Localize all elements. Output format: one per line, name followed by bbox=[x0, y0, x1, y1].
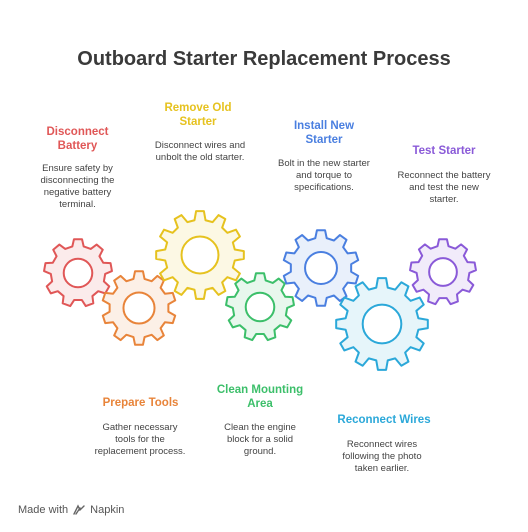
step-title-remove-old-starter: Remove Old Starter bbox=[164, 102, 232, 128]
step-desc-test-starter: Reconnect the battery and test the new s… bbox=[397, 170, 491, 205]
step-title-prepare-tools: Prepare Tools bbox=[102, 397, 179, 409]
gear-reconnect-wires-hub bbox=[361, 303, 403, 345]
step-title-install-new-starter: Install New Starter bbox=[293, 120, 355, 146]
footer-brand: Napkin bbox=[90, 504, 125, 516]
gear-install-new-starter-hub bbox=[304, 251, 338, 285]
step-desc-disconnect-battery: Ensure safety by disconnecting the negat… bbox=[40, 163, 115, 210]
gear-reconnect-wires bbox=[335, 277, 429, 371]
footer-made-with: Made with bbox=[18, 504, 69, 516]
gear-test-starter bbox=[409, 238, 477, 306]
gear-install-new-starter bbox=[282, 229, 360, 307]
gear-prepare-tools bbox=[101, 270, 177, 346]
footer-credit: Made with Napkin bbox=[18, 504, 124, 516]
gear-test-starter-hub bbox=[428, 257, 458, 287]
step-title-clean-mounting-area: Clean Mounting Area bbox=[216, 384, 304, 410]
step-desc-reconnect-wires: Reconnect wires following the photo take… bbox=[342, 439, 422, 474]
gear-disconnect-battery-hub bbox=[62, 257, 94, 289]
gear-remove-old-starter-hub bbox=[180, 235, 220, 275]
gear-clean-mounting-area bbox=[225, 272, 295, 342]
gear-prepare-tools-hub bbox=[122, 291, 156, 325]
gear-remove-old-starter bbox=[155, 210, 245, 300]
page-title: Outboard Starter Replacement Process bbox=[77, 48, 451, 70]
step-title-disconnect-battery: Disconnect Battery bbox=[46, 126, 109, 152]
napkin-logo-icon bbox=[73, 504, 85, 515]
step-desc-prepare-tools: Gather necessary tools for the replaceme… bbox=[94, 422, 186, 457]
step-title-reconnect-wires: Reconnect Wires bbox=[337, 414, 431, 426]
step-title-test-starter: Test Starter bbox=[412, 145, 476, 157]
step-desc-clean-mounting-area: Clean the engine block for a solid groun… bbox=[224, 422, 296, 457]
gear-clean-mounting-area-hub bbox=[244, 291, 276, 323]
step-desc-install-new-starter: Bolt in the new starter and torque to sp… bbox=[278, 158, 370, 193]
step-desc-remove-old-starter: Disconnect wires and unbolt the old star… bbox=[154, 140, 246, 163]
gear-disconnect-battery bbox=[43, 238, 113, 308]
